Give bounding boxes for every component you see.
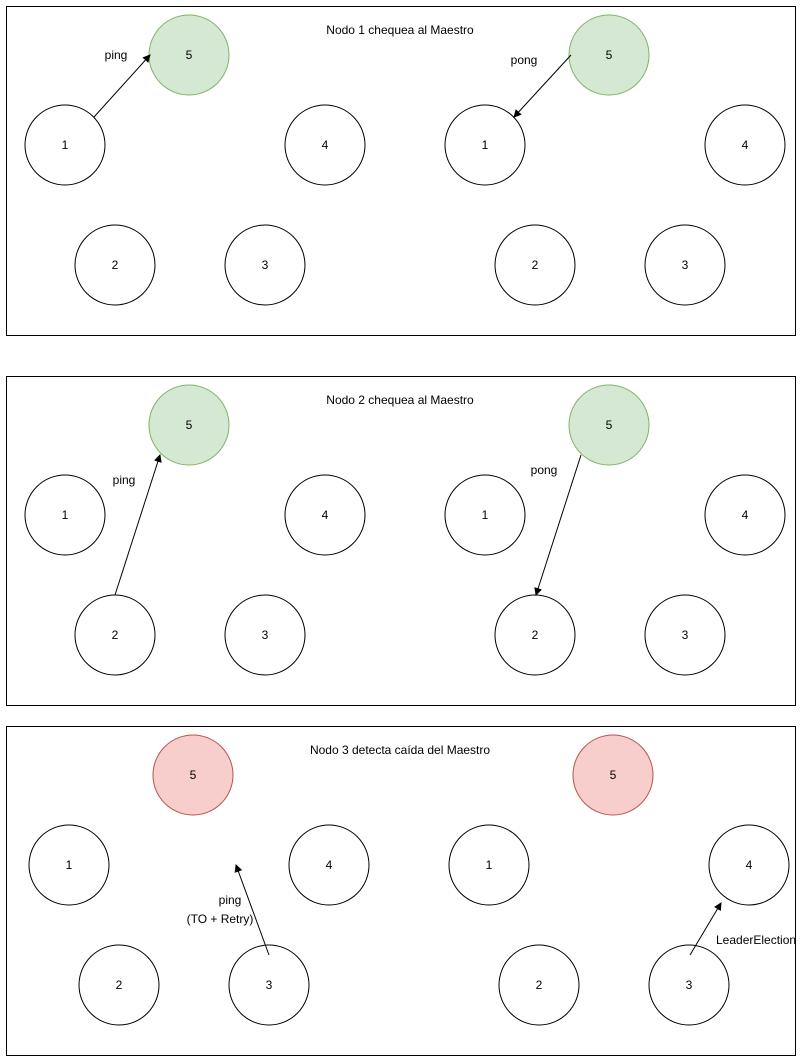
- node-3: [644, 594, 726, 676]
- node-label-2: 2: [112, 628, 119, 642]
- master-node-5: [568, 14, 650, 96]
- node-4: [284, 104, 366, 186]
- master-node-5: [148, 384, 230, 466]
- scene-2: 5 1 4 2 3 LeaderElection: [448, 734, 796, 1026]
- node-label-4: 4: [742, 508, 749, 522]
- scene-1: 5 1 4 2 3 ping: [24, 14, 366, 306]
- node-label-1: 1: [66, 858, 73, 872]
- node-1: [28, 824, 110, 906]
- node-2: [494, 224, 576, 306]
- node-label-4: 4: [746, 858, 753, 872]
- node-1: [24, 104, 106, 186]
- message-label: pong: [511, 53, 538, 67]
- node-3: [648, 944, 730, 1026]
- node-4: [708, 824, 790, 906]
- panel-title: Nodo 3 detecta caída del Maestro: [310, 743, 490, 757]
- panel-title: Nodo 1 chequea al Maestro: [326, 23, 474, 37]
- message-arrow-5-to-2: [534, 454, 582, 596]
- message-label: ping: [113, 473, 136, 487]
- node-label-5: 5: [606, 48, 613, 62]
- node-label-1: 1: [486, 858, 493, 872]
- node-label-4: 4: [322, 508, 329, 522]
- node-1: [444, 474, 526, 556]
- node-3: [228, 944, 310, 1026]
- node-3: [224, 224, 306, 306]
- node-2: [78, 944, 160, 1026]
- node-label-3: 3: [682, 628, 689, 642]
- node-1: [444, 104, 526, 186]
- node-label-2: 2: [536, 978, 543, 992]
- message-arrow-5-to-1: [513, 54, 572, 118]
- message-label: pong: [531, 463, 558, 477]
- node-label-5: 5: [186, 418, 193, 432]
- panel-1: Nodo 1 chequea al Maestro 5 1 4 2 3 ping 5 1 4 2 3 p…: [6, 6, 796, 336]
- node-4: [284, 474, 366, 556]
- node-label-5: 5: [190, 768, 197, 782]
- scene-2: 5 1 4 2 3 pong: [444, 14, 786, 306]
- message-arrow-2-to-5: [114, 454, 162, 596]
- node-1: [24, 474, 106, 556]
- node-3: [644, 224, 726, 306]
- node-label-4: 4: [326, 858, 333, 872]
- master-node-5: [572, 734, 654, 816]
- master-node-5: [568, 384, 650, 466]
- panel-3: Nodo 3 detecta caída del Maestro 5 1 4 2 3 pin…: [6, 726, 796, 1056]
- node-label-1: 1: [482, 508, 489, 522]
- node-label-2: 2: [532, 258, 539, 272]
- node-4: [704, 104, 786, 186]
- node-2: [498, 944, 580, 1026]
- node-label-4: 4: [742, 138, 749, 152]
- node-label-1: 1: [482, 138, 489, 152]
- node-1: [448, 824, 530, 906]
- message-arrow-3-to-4: [689, 902, 722, 956]
- panel-title: Nodo 2 chequea al Maestro: [326, 393, 474, 407]
- node-label-4: 4: [322, 138, 329, 152]
- scene-1: 5 1 4 2 3 ping (TO + Retry): [28, 734, 370, 1026]
- node-label-3: 3: [262, 628, 269, 642]
- message-arrow-1-to-5: [93, 54, 151, 118]
- message-label: LeaderElection: [716, 933, 796, 947]
- scene-2: 5 1 4 2 3 pong: [444, 384, 786, 676]
- node-label-2: 2: [532, 628, 539, 642]
- message-label: (TO + Retry): [187, 912, 254, 926]
- node-3: [224, 594, 306, 676]
- node-label-5: 5: [606, 418, 613, 432]
- node-label-5: 5: [186, 48, 193, 62]
- node-label-5: 5: [610, 768, 617, 782]
- node-4: [704, 474, 786, 556]
- node-label-1: 1: [62, 508, 69, 522]
- node-2: [74, 224, 156, 306]
- message-arrow-3-to-5: [234, 864, 270, 956]
- node-label-2: 2: [116, 978, 123, 992]
- node-label-1: 1: [62, 138, 69, 152]
- node-label-3: 3: [682, 258, 689, 272]
- node-label-3: 3: [262, 258, 269, 272]
- node-label-3: 3: [266, 978, 273, 992]
- master-node-5: [152, 734, 234, 816]
- panel-2: Nodo 2 chequea al Maestro 5 1 4 2 3 ping 5 1 4 2 3 p…: [6, 376, 796, 706]
- message-label: ping: [219, 893, 242, 907]
- scene-1: 5 1 4 2 3 ping: [24, 384, 366, 676]
- node-4: [288, 824, 370, 906]
- message-label: ping: [105, 48, 128, 62]
- node-label-3: 3: [686, 978, 693, 992]
- node-label-2: 2: [112, 258, 119, 272]
